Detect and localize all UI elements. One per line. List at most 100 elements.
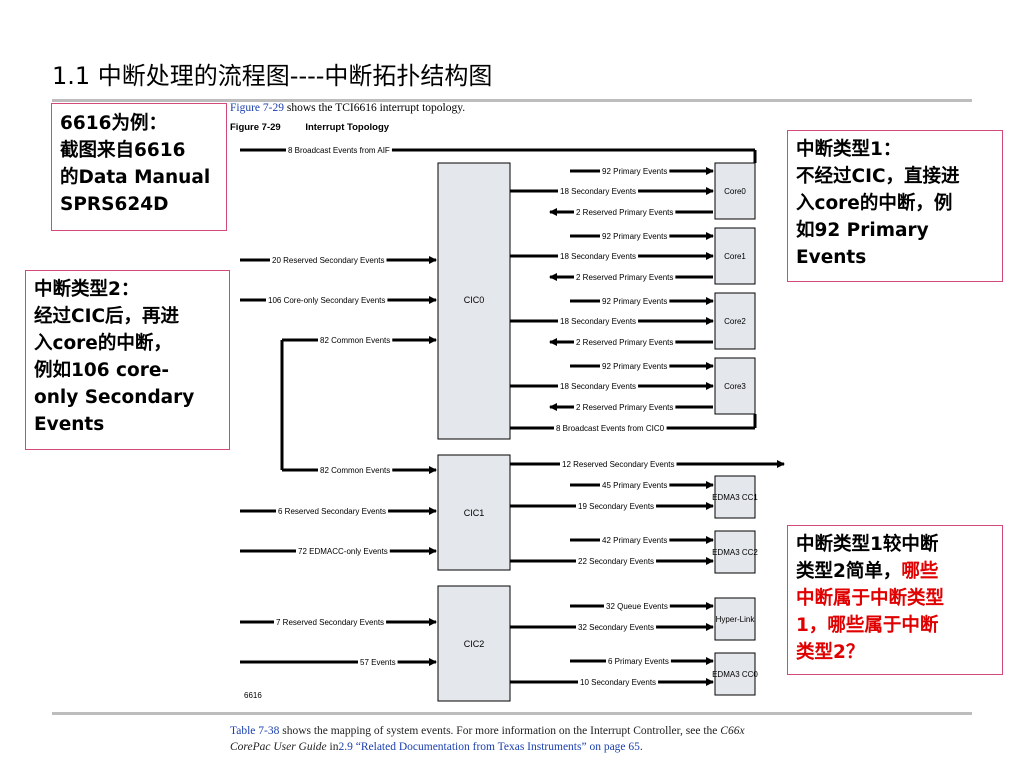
core0-box [714,162,756,220]
core2-box [714,292,756,350]
label-backing [270,255,387,266]
label-backing [606,656,671,667]
label-backing [578,677,659,688]
input-label: 8 Broadcast Events from AIF [288,146,390,155]
bottom-divider [52,712,972,715]
input-label: 6 Reserved Secondary Events [278,507,386,516]
label-backing [274,617,387,628]
output-label: 18 Secondary Events [560,382,636,391]
cic1-box [437,454,511,571]
input-label: 106 Core-only Secondary Events [268,296,385,305]
input-label: 20 Reserved Secondary Events [272,256,385,265]
top-divider [52,99,972,102]
label-backing [574,402,676,413]
edma3-cc1-label: EDMA3 CC1 [712,493,758,502]
label-backing [574,337,676,348]
label-backing [576,556,657,567]
label-backing [276,506,389,517]
output-label: 12 Reserved Secondary Events [562,460,675,469]
cic0-label: CIC0 [464,295,485,305]
label-backing [576,622,657,633]
label-backing [318,335,393,346]
edma3-cc2-box [714,530,756,574]
output-label: 2 Reserved Primary Events [576,403,673,412]
output-label: 92 Primary Events [602,232,667,241]
label-backing [600,166,670,177]
output-label: 2 Reserved Primary Events [576,338,673,347]
label-backing [604,601,670,612]
hyperlink-box [714,597,756,641]
input-label: 72 EDMACC-only Events [298,547,388,556]
core1-box [714,227,756,285]
output-label: 32 Secondary Events [578,623,654,632]
figure-intro: Figure 7-29 shows the TCI6616 interrupt … [230,102,465,114]
label-backing [296,546,390,557]
label-backing [558,316,639,327]
figure-label: Figure 7-29 [230,122,281,133]
cic2-box [437,585,511,702]
core1-label: Core1 [724,252,746,261]
table-caption-line1: Table 7-38 shows the mapping of system e… [230,725,745,737]
table-caption-line2: CorePac User Guide in2.9 “Related Docume… [230,741,643,753]
section-link[interactable]: 2.9 [338,741,353,753]
label-backing [286,145,392,156]
output-label: 6 Primary Events [608,657,669,666]
output-label: 45 Primary Events [602,481,667,490]
output-label: 18 Secondary Events [560,317,636,326]
label-backing [600,480,670,491]
label-backing [560,459,677,470]
table-ref-link[interactable]: Table 7-38 [230,725,280,737]
figure-intro-text: shows the TCI6616 interrupt topology. [283,102,466,114]
hyperlink-label: Hyper-Link [716,615,756,624]
label-backing [574,207,676,218]
label-backing [600,361,670,372]
input-label: 82 Common Events [320,466,390,475]
interrupt-type2-callout: 中断类型2： 经过CIC后，再进 入core的中断， 例如106 core- o… [25,270,230,450]
question-callout: 中断类型1较中断 类型2简单，哪些 中断属于中断类型 1，哪些属于中断 类型2？ [787,525,1003,675]
edma3-cc0-label: EDMA3 CC0 [712,670,758,679]
related-docs-link[interactable]: “Related Documentation from Texas Instru… [352,741,640,753]
cic1-label: CIC1 [464,508,485,518]
output-label: 2 Reserved Primary Events [576,273,673,282]
output-label: 92 Primary Events [602,362,667,371]
input-label: 57 Events [360,658,396,667]
output-label: 10 Secondary Events [580,678,656,687]
edma3-cc1-box [714,475,756,519]
figure-title: Interrupt Topology [305,122,390,133]
input-label: 7 Reserved Secondary Events [276,618,384,627]
core3-label: Core3 [724,382,746,391]
output-label: 19 Secondary Events [578,502,654,511]
label-backing [358,657,398,668]
output-label: 8 Broadcast Events from CIC0 [556,424,665,433]
cic0-box [437,162,511,440]
label-backing [574,272,676,283]
edma3-cc0-box [714,652,756,696]
output-label: 92 Primary Events [602,297,667,306]
interrupt-type1-callout: 中断类型1： 不经过CIC，直接进 入core的中断，例 如92 Primary… [787,130,1003,282]
output-label: 2 Reserved Primary Events [576,208,673,217]
label-backing [576,501,657,512]
label-backing [554,423,667,434]
label-backing [318,465,393,476]
label-backing [266,295,388,306]
label-backing [600,296,670,307]
output-label: 92 Primary Events [602,167,667,176]
figure-intro-ref[interactable]: Figure 7-29 [230,102,284,114]
figure-heading: Figure 7-29 Interrupt Topology [230,122,389,133]
output-label: 42 Primary Events [602,536,667,545]
label-backing [600,231,670,242]
cic2-label: CIC2 [464,639,485,649]
label-backing [558,381,639,392]
slide-title: 1.1 中断处理的流程图----中断拓扑结构图 [52,62,493,90]
input-label: 82 Common Events [320,336,390,345]
core2-label: Core2 [724,317,746,326]
output-label: 18 Secondary Events [560,187,636,196]
output-label: 18 Secondary Events [560,252,636,261]
label-backing [558,251,639,262]
core0-label: Core0 [724,187,746,196]
output-label: 22 Secondary Events [578,557,654,566]
core3-box [714,357,756,415]
label-backing [558,186,639,197]
example-callout: 6616为例： 截图来自6616 的Data Manual SPRS624D [51,103,227,231]
